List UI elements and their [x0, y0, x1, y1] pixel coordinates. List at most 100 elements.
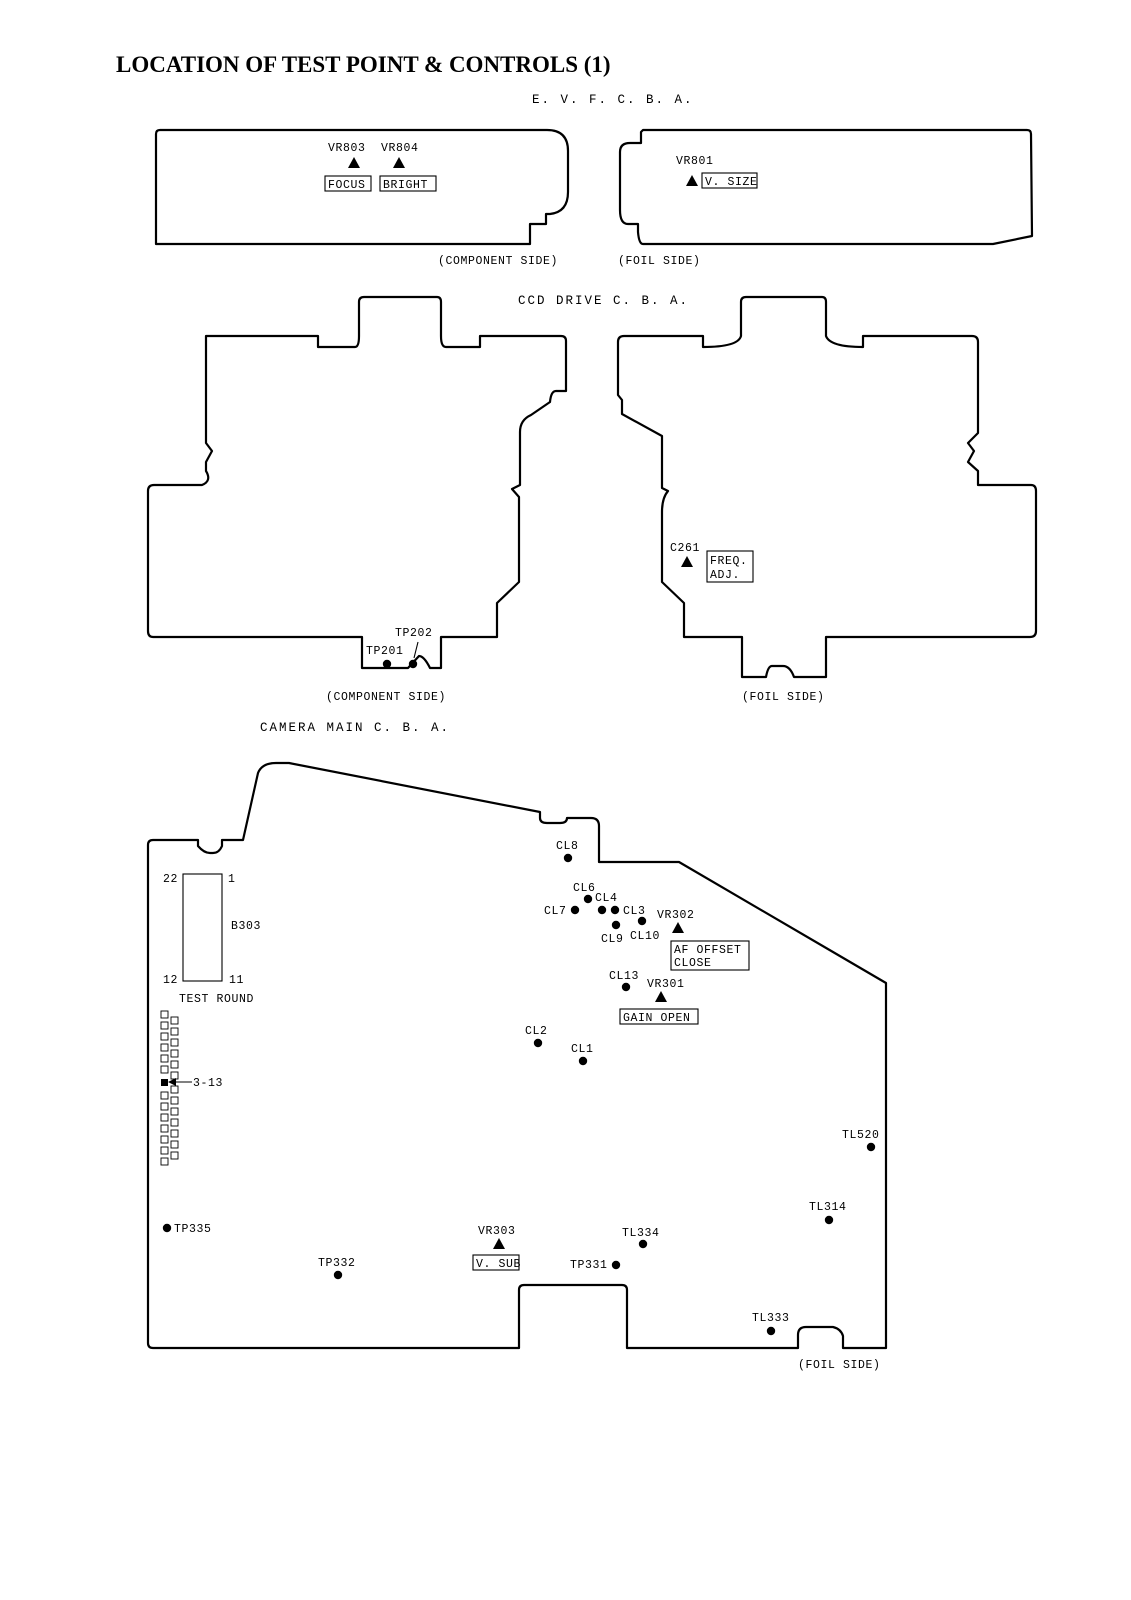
vr804-marker-icon: [393, 157, 405, 168]
tp202-label: TP202: [395, 627, 433, 640]
test-pad: [170, 1027, 179, 1036]
evf-board-component: [154, 128, 570, 246]
tl333-dot: [766, 1326, 776, 1336]
freq-label: FREQ.: [710, 555, 748, 568]
bright-label: BRIGHT: [383, 179, 428, 192]
test-pad: [160, 1054, 169, 1063]
tl333-label: TL333: [752, 1312, 790, 1325]
vr801-marker-icon: [686, 175, 698, 186]
tp201-label: TP201: [366, 645, 404, 658]
tp332-dot: [333, 1270, 343, 1280]
vr301-marker-icon: [655, 991, 667, 1002]
test-pad: [170, 1107, 179, 1116]
test-pad: [170, 1118, 179, 1127]
b303-pin22-label: 22: [163, 873, 178, 886]
tl334-dot: [638, 1239, 648, 1249]
test-pad: [160, 1010, 169, 1019]
af-offset-label: AF OFFSET: [674, 944, 742, 957]
af-offset-label-box: [670, 940, 750, 971]
test-pad: [170, 1016, 179, 1025]
evf-foil-side-label: (FOIL SIDE): [618, 255, 701, 268]
cl8-dot: [563, 853, 573, 863]
tl520-dot: [866, 1142, 876, 1152]
cl1-label: CL1: [571, 1043, 594, 1056]
vr303-marker-icon: [493, 1238, 505, 1249]
c261-marker-icon: [681, 556, 693, 567]
adj-label: ADJ.: [710, 569, 740, 582]
test-pad: [170, 1071, 179, 1080]
test-pad: [160, 1043, 169, 1052]
vr803-marker-icon: [348, 157, 360, 168]
evf-component-side-label: (COMPONENT SIDE): [438, 255, 558, 268]
cl1-dot: [578, 1056, 588, 1066]
camera-main-board: [146, 761, 888, 1350]
b303-pin12-label: 12: [163, 974, 178, 987]
vr302-marker-icon: [672, 922, 684, 933]
test-pad: [160, 1032, 169, 1041]
pad-3-13-label: 3-13: [193, 1077, 223, 1090]
gain-open-label: GAIN OPEN: [623, 1012, 691, 1025]
cl4-dot: [597, 905, 607, 915]
bright-label-box: [379, 175, 437, 192]
test-round-label: TEST ROUND: [179, 993, 254, 1006]
vr301-label: VR301: [647, 978, 685, 991]
tp202-leader-line: [413, 641, 419, 659]
cl2-label: CL2: [525, 1025, 548, 1038]
tl314-dot: [824, 1215, 834, 1225]
tp202-dot: [408, 659, 418, 669]
cl7-label: CL7: [544, 905, 567, 918]
cl9-dot: [611, 920, 621, 930]
test-pad: [170, 1129, 179, 1138]
b303-pin11-label: 11: [229, 974, 244, 987]
cl6-dot: [583, 894, 593, 904]
test-round-pads: [160, 1010, 179, 1166]
test-pad: [160, 1157, 169, 1166]
camera-section-title: CAMERA MAIN C. B. A.: [260, 721, 450, 735]
tp335-label: TP335: [174, 1223, 212, 1236]
ccd-component-side-label: (COMPONENT SIDE): [326, 691, 446, 704]
cl10-label: CL10: [630, 930, 660, 943]
tp331-dot: [611, 1260, 621, 1270]
b303-pin1-label: 1: [228, 873, 236, 886]
tp335-dot: [162, 1223, 172, 1233]
cl2-dot: [533, 1038, 543, 1048]
test-pad: [160, 1135, 169, 1144]
test-pad: [170, 1085, 179, 1094]
c261-label: C261: [670, 542, 700, 555]
cl8-label: CL8: [556, 840, 579, 853]
test-pad: [170, 1060, 179, 1069]
cl3-dot: [610, 905, 620, 915]
vr801-label: VR801: [676, 155, 714, 168]
tp332-label: TP332: [318, 1257, 356, 1270]
tp201-dot: [382, 659, 392, 669]
vsize-label: V. SIZE: [705, 176, 758, 189]
tl314-label: TL314: [809, 1201, 847, 1214]
focus-label-box: [324, 175, 372, 192]
vr804-label: VR804: [381, 142, 419, 155]
evf-board-foil: [618, 128, 1034, 246]
vsize-label-box: [701, 172, 758, 189]
evf-section-title: E. V. F. C. B. A.: [532, 93, 694, 107]
test-pad-3-13: [161, 1079, 168, 1086]
test-pad: [160, 1113, 169, 1122]
cl4-label: CL4: [595, 892, 618, 905]
ccd-board-component: [146, 295, 568, 670]
tl520-label: TL520: [842, 1129, 880, 1142]
ccd-foil-side-label: (FOIL SIDE): [742, 691, 825, 704]
cl6-label: CL6: [573, 882, 596, 895]
page-title: LOCATION OF TEST POINT & CONTROLS (1): [116, 52, 611, 77]
test-pad: [170, 1038, 179, 1047]
b303-connector: [182, 873, 223, 982]
test-pad: [160, 1146, 169, 1155]
vsub-label-box: [472, 1254, 520, 1271]
tl334-label: TL334: [622, 1227, 660, 1240]
cl10-dot: [637, 916, 647, 926]
vsub-label: V. SUB: [476, 1258, 521, 1271]
test-pad: [170, 1096, 179, 1105]
test-pad: [170, 1049, 179, 1058]
close-label: CLOSE: [674, 957, 712, 970]
cl3-label: CL3: [623, 905, 646, 918]
test-pad: [160, 1021, 169, 1030]
